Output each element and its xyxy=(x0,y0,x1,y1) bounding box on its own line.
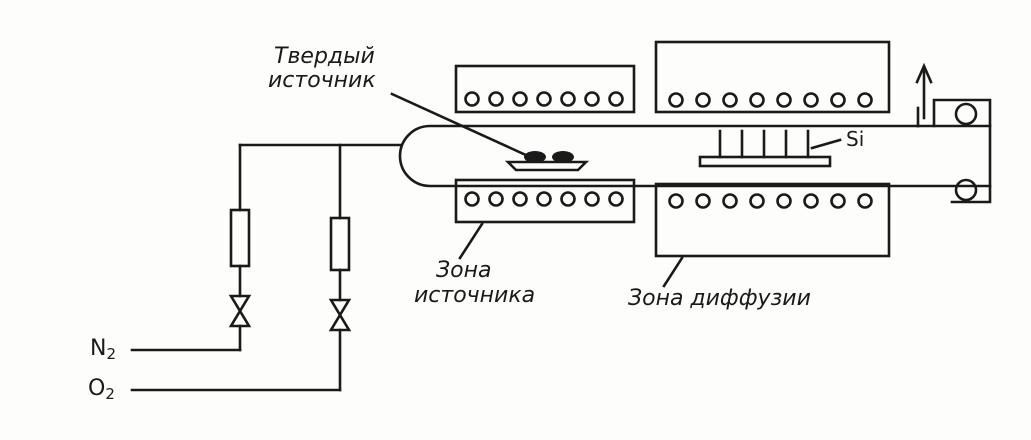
wafer-carrier xyxy=(698,155,832,168)
end-cap-frame xyxy=(932,98,992,204)
solid-source-label-line1: Твердый xyxy=(274,44,375,69)
diffusion-zone-label: Зона диффузии xyxy=(628,286,811,311)
source-zone-label-line1: Зона xyxy=(436,258,492,283)
n2-flowmeter xyxy=(229,208,251,268)
end-cap-seal-top xyxy=(954,102,978,126)
silicon-label: Si xyxy=(846,127,865,151)
o2-flowmeter xyxy=(329,216,351,272)
diffusion-heater-top xyxy=(654,40,891,114)
source-heater-top xyxy=(454,64,636,114)
end-cap-seal-bottom xyxy=(954,178,978,202)
n2-valve xyxy=(228,294,252,328)
o2-valve xyxy=(328,298,352,332)
source-boat xyxy=(504,160,590,172)
solid-source-leader xyxy=(390,92,530,158)
source-zone-leader xyxy=(458,222,484,260)
si-leader xyxy=(810,138,842,150)
si-wafers xyxy=(718,129,810,159)
source-coil-bottom xyxy=(464,191,624,207)
diffusion-zone-leader xyxy=(662,256,684,288)
diffusion-heater-bottom xyxy=(654,182,891,258)
exhaust-arrow-head xyxy=(915,62,933,84)
oxygen-label: O2 xyxy=(88,376,115,404)
nitrogen-label: N2 xyxy=(90,336,117,364)
source-heater-bottom xyxy=(454,178,636,224)
quartz-tube xyxy=(398,124,992,188)
diffusion-coil-bottom xyxy=(668,193,873,209)
solid-source-label-line2: источник xyxy=(268,68,376,93)
diffusion-coil-top xyxy=(668,92,873,108)
source-zone-label-line2: источника xyxy=(414,283,536,308)
source-coil-top xyxy=(464,91,624,107)
source-charge xyxy=(524,151,574,163)
